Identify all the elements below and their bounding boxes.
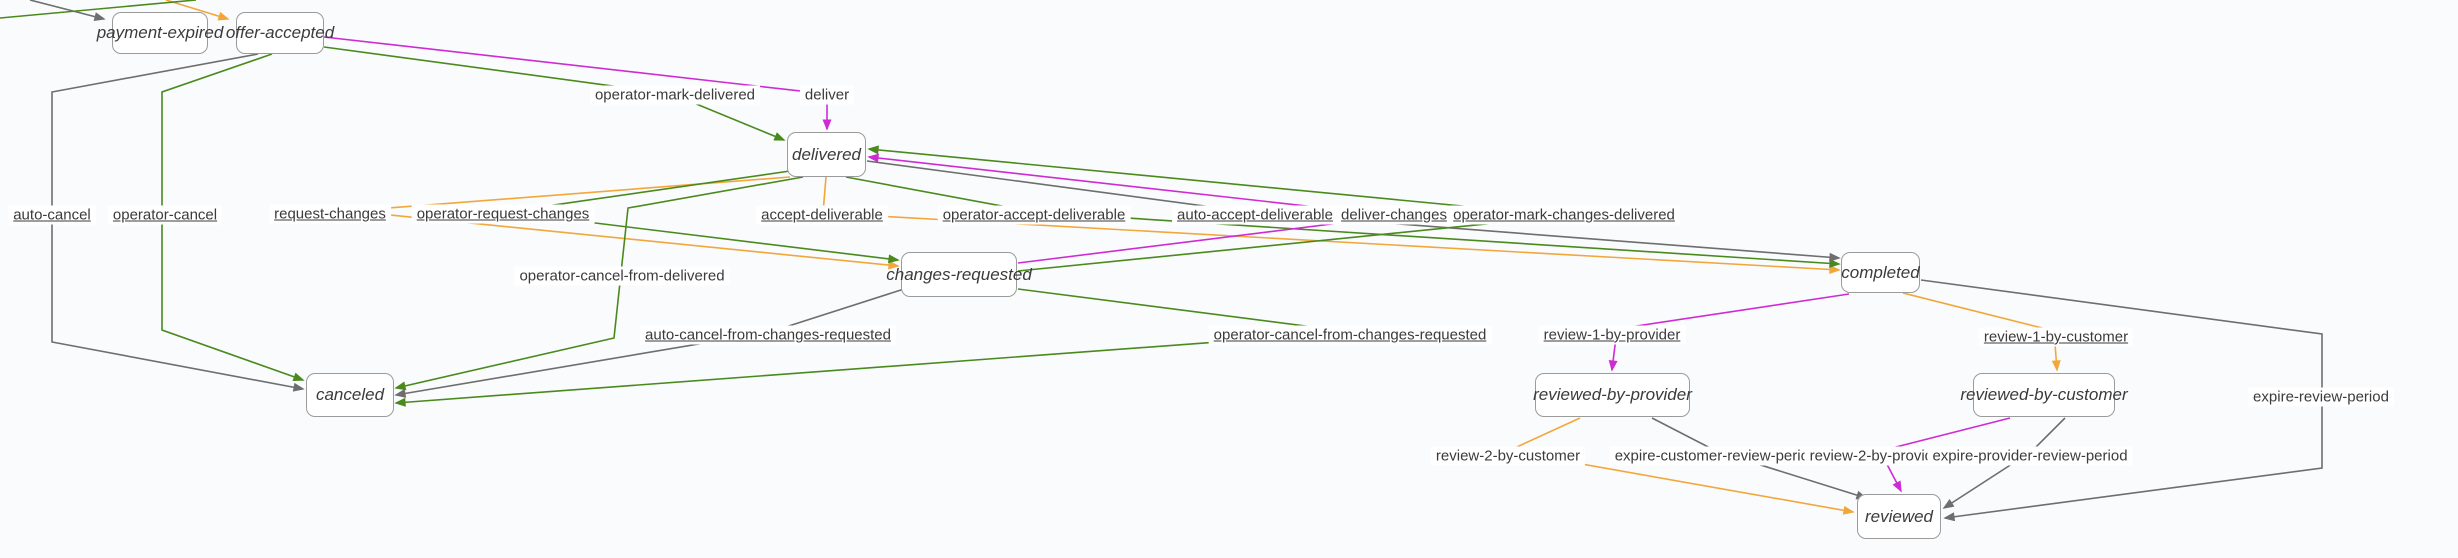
transition-label-auto-accept-deliverable[interactable]: auto-accept-deliverable bbox=[1172, 205, 1338, 225]
transition-label-review-1-by-provider[interactable]: review-1-by-provider bbox=[1538, 325, 1686, 345]
transition-label-review-2-by-customer: review-2-by-customer bbox=[1430, 446, 1586, 466]
transition-label-operator-mark-changes-delivered[interactable]: operator-mark-changes-delivered bbox=[1448, 205, 1680, 225]
edge-incoming-to-offer-accepted bbox=[165, 0, 230, 21]
transition-label-operator-mark-delivered: operator-mark-delivered bbox=[589, 85, 761, 105]
edge-operator-cancel-from-changes-requested bbox=[394, 288, 1353, 407]
transition-label-review-2-by-provider: review-2-by-provider bbox=[1804, 446, 1952, 466]
transition-label-expire-review-period: expire-review-period bbox=[2248, 387, 2394, 407]
transition-label-auto-cancel-from-changes-requested[interactable]: auto-cancel-from-changes-requested bbox=[640, 325, 896, 345]
state-node-completed[interactable]: completed bbox=[1841, 252, 1920, 293]
transition-label-deliver-changes[interactable]: deliver-changes bbox=[1336, 205, 1452, 225]
transition-label-operator-cancel-from-delivered: operator-cancel-from-delivered bbox=[514, 266, 730, 286]
edge-deliver bbox=[323, 36, 832, 131]
transition-label-accept-deliverable[interactable]: accept-deliverable bbox=[756, 205, 888, 225]
transition-label-deliver: deliver bbox=[799, 85, 855, 105]
transition-label-expire-provider-review-period: expire-provider-review-period bbox=[1927, 446, 2133, 466]
edge-offscreen-operator-line bbox=[0, 0, 197, 19]
transition-label-request-changes[interactable]: request-changes bbox=[269, 204, 391, 224]
transition-label-expire-customer-review-period: expire-customer-review-period bbox=[1609, 446, 1823, 466]
state-node-reviewed[interactable]: reviewed bbox=[1857, 494, 1941, 539]
state-node-reviewed-by-provider[interactable]: reviewed-by-provider bbox=[1533, 373, 1692, 417]
transition-label-review-1-by-customer[interactable]: review-1-by-customer bbox=[1978, 327, 2134, 347]
state-node-delivered[interactable]: delivered bbox=[787, 132, 866, 177]
transition-label-auto-cancel[interactable]: auto-cancel bbox=[8, 205, 96, 225]
state-node-changes-requested[interactable]: changes-requested bbox=[886, 252, 1032, 297]
edge-incoming-to-payment-expired bbox=[29, 0, 106, 21]
state-node-reviewed-by-customer[interactable]: reviewed-by-customer bbox=[1960, 373, 2128, 417]
transition-label-operator-cancel[interactable]: operator-cancel bbox=[107, 205, 223, 225]
state-node-payment-expired[interactable]: payment-expired bbox=[97, 12, 223, 54]
state-node-offer-accepted[interactable]: offer-accepted bbox=[226, 12, 334, 54]
transition-label-operator-request-changes[interactable]: operator-request-changes bbox=[411, 204, 595, 224]
state-node-canceled[interactable]: canceled bbox=[306, 373, 394, 417]
transition-label-operator-accept-deliverable[interactable]: operator-accept-deliverable bbox=[937, 205, 1131, 225]
transition-label-operator-cancel-from-changes-requested[interactable]: operator-cancel-from-changes-requested bbox=[1208, 325, 1492, 345]
